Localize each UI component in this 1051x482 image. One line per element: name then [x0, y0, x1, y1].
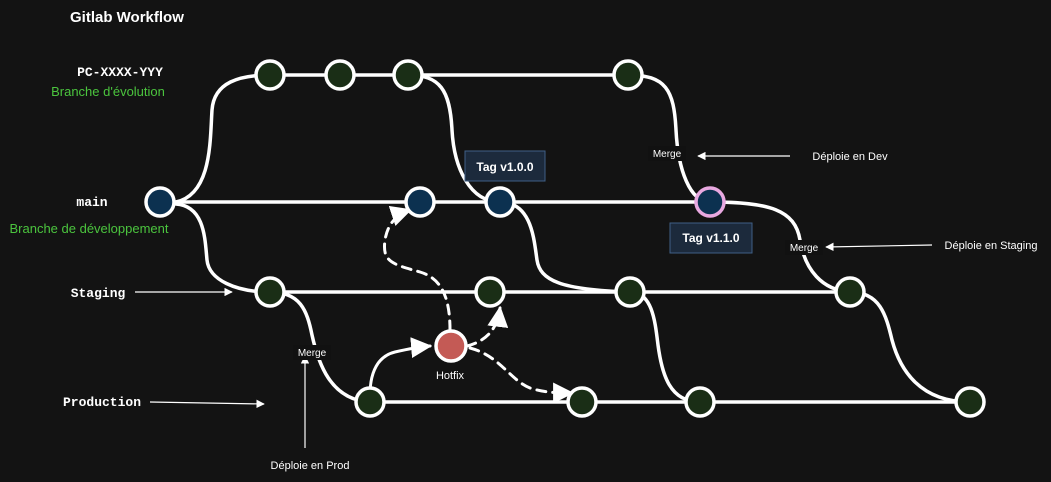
branch-desc-main: Branche de développement — [9, 221, 168, 236]
merge-label-dev-group: Merge — [648, 146, 686, 161]
diagram-title: Gitlab Workflow — [70, 9, 184, 26]
feature-to-main-merge-2 — [626, 73, 712, 204]
tag-v100-box — [464, 150, 546, 182]
feature-line — [174, 73, 630, 204]
branch-label-feature: PC-XXXX-YYY — [77, 65, 163, 80]
commit-hotfix[interactable] — [434, 329, 468, 363]
main-to-staging-3 — [708, 200, 852, 294]
tag-v100-group: Tag v1.0.0 — [464, 150, 546, 182]
branch-label-staging: Staging — [71, 286, 126, 301]
note-deploy-staging: Déploie en Staging — [945, 240, 1038, 252]
hotfix-to-main-arrow — [382, 206, 452, 332]
production-to-hotfix-arrow — [368, 337, 433, 397]
tag-v110-box — [669, 222, 753, 254]
commit-staging-4[interactable] — [834, 276, 866, 308]
merge-label-staging-group: Merge — [785, 240, 823, 255]
commit-nodes — [144, 59, 986, 418]
branch-desc-feature: Branche d'évolution — [51, 84, 165, 99]
commit-production-1[interactable] — [354, 386, 386, 418]
commit-production-4[interactable] — [954, 386, 986, 418]
hotfix-flows — [368, 206, 575, 404]
commit-main-2[interactable] — [404, 186, 436, 218]
feature-to-main-merge-1 — [406, 73, 502, 204]
commit-production-3[interactable] — [684, 386, 716, 418]
commit-feature-2[interactable] — [324, 59, 356, 91]
branch-label-production: Production — [63, 395, 141, 410]
main-to-staging-2 — [498, 200, 632, 294]
staging-to-prod-3 — [848, 290, 972, 404]
staging-note-arrow — [825, 242, 933, 252]
tag-v100-label: Tag v1.0.0 — [476, 160, 533, 174]
merge-label-dev: Merge — [653, 149, 682, 160]
commit-production-2[interactable] — [566, 386, 598, 418]
commit-staging-2[interactable] — [474, 276, 506, 308]
branch-label-main: main — [76, 195, 107, 210]
commit-staging-3[interactable] — [614, 276, 646, 308]
staging-to-prod-2 — [628, 290, 702, 404]
merge-label-prod: Merge — [298, 348, 327, 359]
hotfix-to-staging-arrow — [465, 305, 509, 348]
tag-v110-group: Tag v1.1.0 — [669, 222, 753, 254]
tag-v110-label: Tag v1.1.0 — [682, 231, 739, 245]
merge-label-staging: Merge — [790, 243, 819, 254]
hotfix-to-production-arrow — [468, 346, 575, 404]
note-arrows — [135, 151, 933, 448]
production-label-arrow — [149, 399, 265, 409]
branch-lines — [158, 73, 972, 404]
hotfix-label: Hotfix — [436, 370, 465, 382]
commit-feature-1[interactable] — [254, 59, 286, 91]
commit-main-4[interactable] — [694, 186, 726, 218]
staging-to-prod-1 — [268, 290, 372, 404]
commit-feature-3[interactable] — [392, 59, 424, 91]
main-to-staging — [174, 202, 272, 294]
commit-main-1[interactable] — [144, 186, 176, 218]
note-deploy-prod: Déploie en Prod — [271, 460, 350, 472]
merge-label-prod-group: Merge — [293, 345, 331, 360]
commit-main-3[interactable] — [484, 186, 516, 218]
note-deploy-dev: Déploie en Dev — [812, 151, 888, 163]
commit-staging-1[interactable] — [254, 276, 286, 308]
commit-feature-4[interactable] — [612, 59, 644, 91]
